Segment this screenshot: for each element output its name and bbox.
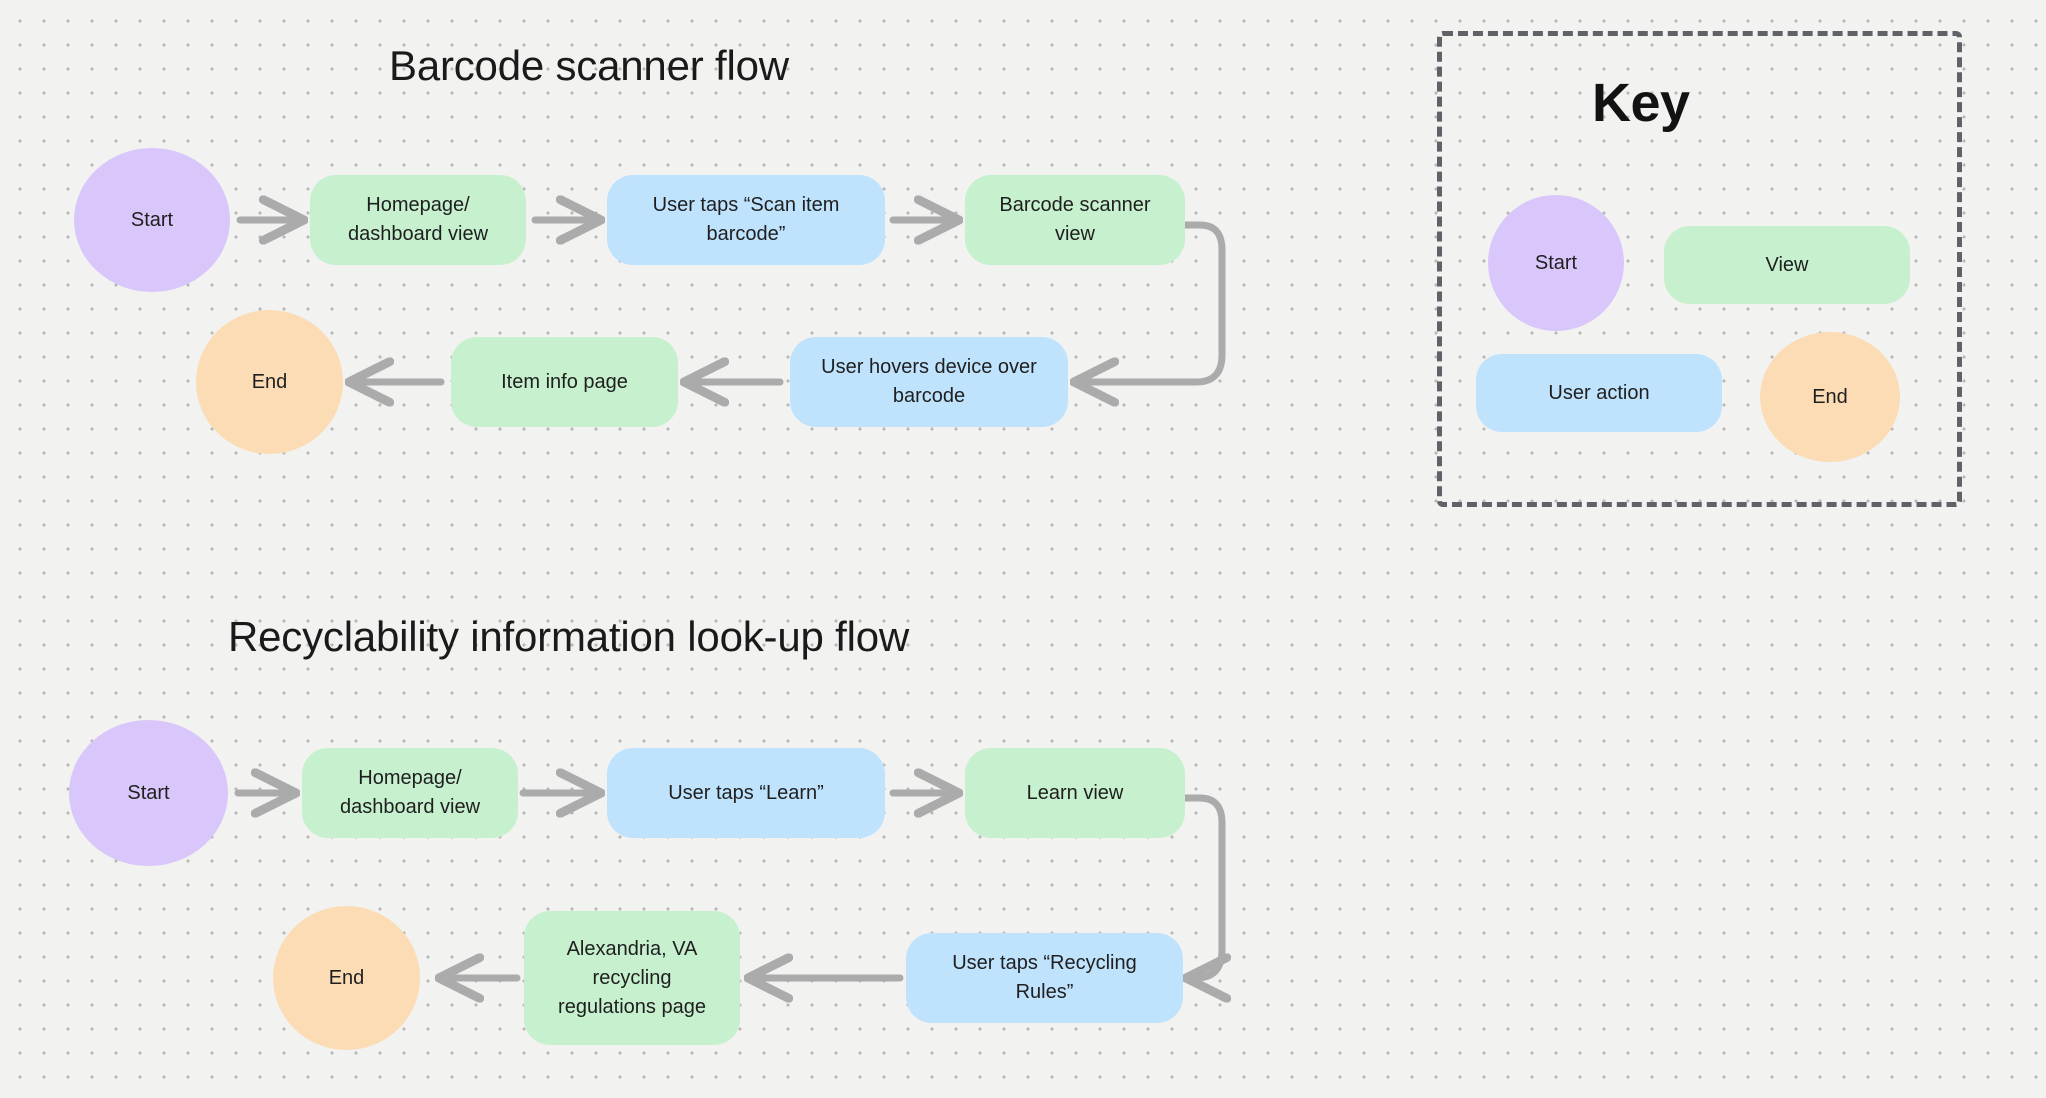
node-label: Learn view (1026, 781, 1124, 804)
node-label: Start (130, 208, 174, 231)
node-label: Item info page (501, 370, 628, 393)
key-item-label: User action (1548, 381, 1650, 404)
node-label: End (251, 370, 288, 393)
flow-title-recyclability-lookup: Recyclability information look-up flow (228, 613, 910, 660)
key-item-end: End (1760, 332, 1900, 462)
node-label: Homepage/dashboard view (347, 194, 489, 245)
node-bs-start[interactable]: Start (74, 148, 230, 292)
key-item-label: End (1812, 385, 1848, 408)
key-item-start: Start (1488, 195, 1624, 331)
key-item-label: View (1765, 253, 1809, 276)
key-item-user-action: User action (1476, 354, 1722, 432)
node-label: Homepage/dashboard view (339, 767, 481, 818)
key-legend-box: Key Start View User action End (1437, 31, 1962, 507)
node-label: User taps “Learn” (668, 781, 824, 804)
key-item-label: Start (1534, 251, 1578, 274)
node-rc-homepage-dashboard-view[interactable]: Homepage/dashboard view (302, 748, 518, 838)
node-rc-learn-view[interactable]: Learn view (965, 748, 1185, 838)
node-bs-homepage-dashboard-view[interactable]: Homepage/dashboard view (310, 175, 526, 265)
node-rc-end[interactable]: End (273, 906, 420, 1050)
node-bs-end[interactable]: End (196, 310, 343, 454)
node-rc-start[interactable]: Start (69, 720, 228, 866)
edge-rc-lview-to-rules (1181, 794, 1222, 978)
node-bs-item-info-page[interactable]: Item info page (451, 337, 678, 427)
flow-title-barcode-scanner: Barcode scanner flow (389, 42, 789, 89)
node-label: Start (127, 781, 170, 804)
node-rc-user-taps-learn[interactable]: User taps “Learn” (607, 748, 885, 838)
key-item-view: View (1664, 226, 1910, 304)
node-label: End (328, 966, 365, 989)
key-title: Key (1592, 73, 1690, 133)
